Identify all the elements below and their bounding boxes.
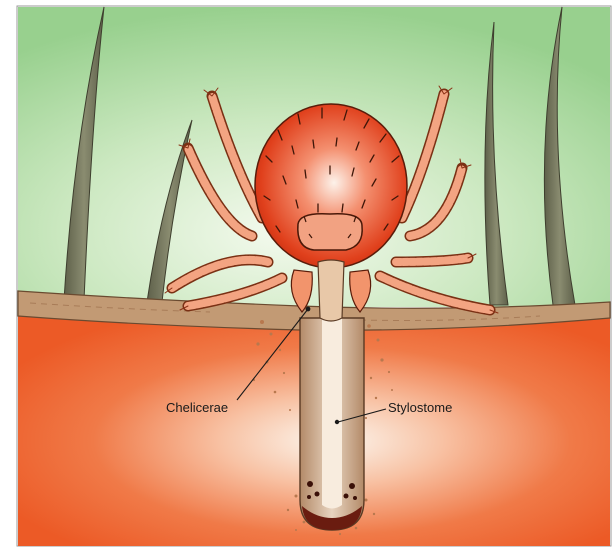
mite-gnathosoma [318, 260, 344, 321]
mite-scutum [298, 214, 362, 250]
stylostome-lumen [322, 318, 342, 509]
stylostome [300, 318, 364, 530]
stylostome-label: Stylostome [388, 400, 452, 415]
chelicerae-pointer-dot [306, 307, 311, 312]
stylostome-pointer-dot [335, 420, 339, 424]
chelicerae-label: Chelicerae [166, 400, 228, 415]
